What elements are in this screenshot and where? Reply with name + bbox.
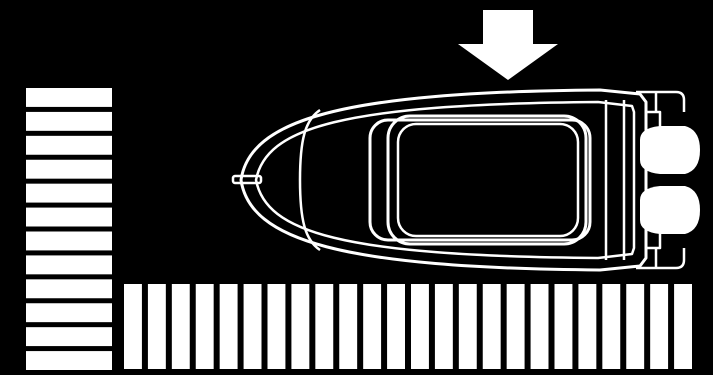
- dock-horizontal: [118, 278, 698, 375]
- dock-vertical: [20, 82, 118, 375]
- dock-plank: [650, 284, 668, 369]
- dock-plank: [315, 284, 333, 369]
- outboard-motor-bottom-icon: [640, 186, 700, 234]
- dock-plank: [26, 303, 112, 322]
- dock-plank: [26, 327, 112, 346]
- dock-plank: [26, 112, 112, 131]
- dock-plank: [459, 284, 477, 369]
- dock-plank: [26, 208, 112, 227]
- dock-plank: [483, 284, 501, 369]
- dock-plank: [674, 284, 692, 369]
- dock-plank: [26, 232, 112, 251]
- dock-plank: [291, 284, 309, 369]
- dock-plank: [26, 136, 112, 155]
- dock-plank: [196, 284, 214, 369]
- dock-plank: [578, 284, 596, 369]
- outboard-motor-top-icon: [640, 126, 700, 174]
- dock-plank: [26, 160, 112, 179]
- dock-plank: [387, 284, 405, 369]
- dock-plank: [220, 284, 238, 369]
- dock-plank: [411, 284, 429, 369]
- dock-plank: [26, 279, 112, 298]
- dock-plank: [531, 284, 549, 369]
- dock-plank: [26, 255, 112, 274]
- dock-plank: [244, 284, 262, 369]
- dock-plank: [26, 88, 112, 107]
- dock-plank: [148, 284, 166, 369]
- dock-plank: [602, 284, 620, 369]
- dock-plank: [435, 284, 453, 369]
- dock-plank: [555, 284, 573, 369]
- dock-plank: [363, 284, 381, 369]
- dock-plank: [124, 284, 142, 369]
- dock-plank: [626, 284, 644, 369]
- dock-plank: [26, 351, 112, 370]
- dock-plank: [26, 184, 112, 203]
- dock-plank: [339, 284, 357, 369]
- dock-plank: [268, 284, 286, 369]
- dock-plank: [172, 284, 190, 369]
- dock-plank: [507, 284, 525, 369]
